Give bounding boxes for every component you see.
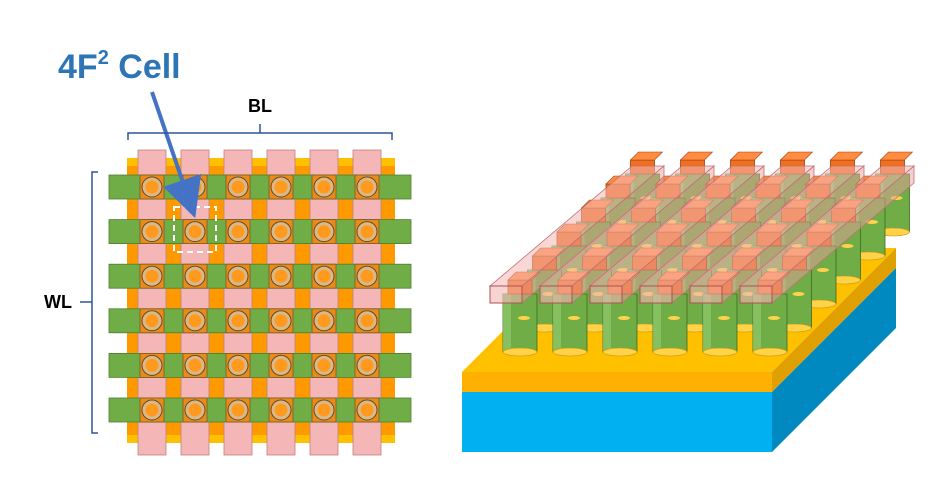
cell-pillar <box>188 403 202 417</box>
cell-pillar <box>317 269 331 283</box>
yellow-gap-top <box>127 158 395 166</box>
pillar-ring <box>792 292 805 296</box>
pillar-base <box>702 347 738 357</box>
isometric-view <box>462 151 916 452</box>
cell-pillar <box>231 180 245 194</box>
pillar-contact-top <box>779 151 814 161</box>
cells-top-view <box>139 174 380 423</box>
pillar-contact-top <box>879 151 914 161</box>
cell-pillar <box>317 225 331 239</box>
cell-pillar <box>360 358 374 372</box>
pillar-shade <box>603 294 611 352</box>
cell-pillar <box>145 225 159 239</box>
bitline-bar-front <box>539 285 573 304</box>
pillar-shade <box>653 294 661 352</box>
cell-pillar <box>188 225 202 239</box>
cell-pillar <box>145 180 159 194</box>
cell-pillar <box>360 403 374 417</box>
pillar-contact-top <box>629 151 664 161</box>
bitline-bar-front <box>589 285 623 304</box>
pillar-shade <box>703 294 711 352</box>
cell-pillar <box>231 225 245 239</box>
cell-pillar <box>231 358 245 372</box>
pillar-base <box>752 347 788 357</box>
cell-pillar <box>274 225 288 239</box>
cell-pillar <box>145 314 159 328</box>
title-arrow <box>150 91 202 219</box>
pillar-ring <box>718 316 730 320</box>
wordline-bracket <box>80 171 98 434</box>
cell-pillar <box>317 358 331 372</box>
bitline-bar-front <box>739 285 773 304</box>
cell-pillar <box>188 269 202 283</box>
cell-pillar <box>274 180 288 194</box>
cell-pillar <box>231 403 245 417</box>
cell-pillar <box>274 403 288 417</box>
pillar-base <box>552 347 588 357</box>
wordline-label: WL <box>44 292 72 312</box>
pillar-ring <box>841 244 854 248</box>
cell-pillar <box>188 314 202 328</box>
pillar-shade <box>503 294 511 352</box>
substrate-blue-front <box>462 392 772 452</box>
bitline-bracket <box>127 124 393 140</box>
pillar-ring <box>668 316 680 320</box>
pillar-shade <box>753 294 761 352</box>
pillar-base <box>502 347 538 357</box>
pillar-base <box>602 347 638 357</box>
pillar-ring <box>618 316 630 320</box>
substrate-blue-side <box>772 268 896 452</box>
cell-pillar <box>317 180 331 194</box>
substrate-yellow-side <box>772 248 896 392</box>
pillar-base <box>652 347 688 357</box>
cell-pillar <box>274 358 288 372</box>
pillar-contact-top <box>829 151 864 161</box>
pillar-ring <box>518 316 530 320</box>
pillar-ring <box>768 316 780 320</box>
pillar-ring <box>817 268 829 272</box>
diagram-title: 4F2 Cell <box>58 47 181 86</box>
cell-pillar <box>231 314 245 328</box>
pillar-contact-top <box>729 151 764 161</box>
cell-pillar <box>274 269 288 283</box>
bitlines-3d <box>488 165 916 304</box>
cell-pillar <box>360 180 374 194</box>
cell-pillar <box>274 314 288 328</box>
cell-pillar <box>317 403 331 417</box>
cell-pillar <box>188 180 202 194</box>
bitline-bar-front <box>639 285 673 304</box>
cell-pillar <box>360 314 374 328</box>
cell-pillar <box>188 358 202 372</box>
bitline-label: BL <box>248 96 272 116</box>
yellow-gap-bottom <box>127 435 395 443</box>
cell-pillar <box>231 269 245 283</box>
cell-pillar <box>360 269 374 283</box>
bitline-bar-front <box>489 285 523 304</box>
pillar-contact-top <box>679 151 714 161</box>
pillar-ring <box>568 316 580 320</box>
cell-pillar <box>145 358 159 372</box>
top-view-array <box>108 149 412 456</box>
cell-pillar <box>360 225 374 239</box>
bitline-bar-front <box>689 285 723 304</box>
cell-pillar <box>317 314 331 328</box>
cell-pillar <box>145 403 159 417</box>
pillar-shade <box>553 294 561 352</box>
substrate-yellow-front <box>462 372 772 392</box>
cell-pillar <box>145 269 159 283</box>
